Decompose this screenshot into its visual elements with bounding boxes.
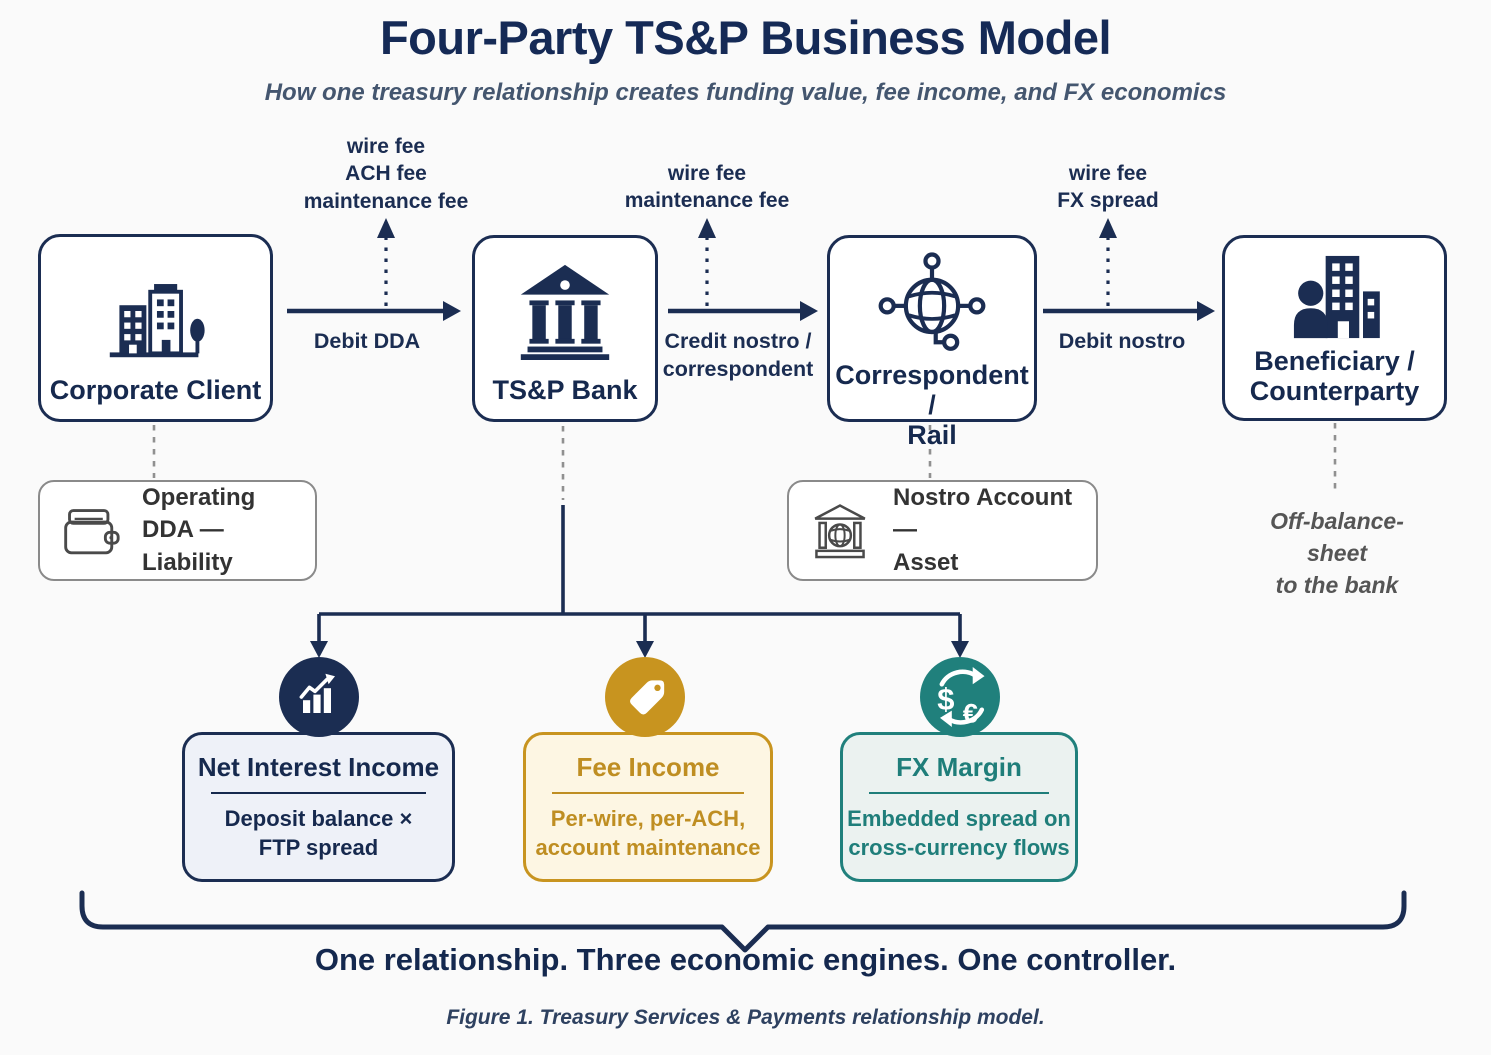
fee-arrowheads <box>377 218 1117 238</box>
party-label-beneficiary: Beneficiary / Counterparty <box>1249 346 1420 407</box>
party-tsp-bank: TS&P Bank <box>472 235 658 422</box>
divider <box>211 792 426 794</box>
flow-label-credit-nostro: Credit nostro / correspondent <box>662 329 814 381</box>
party-corporate-client: Corporate Client <box>38 234 273 422</box>
party-correspondent-rail: Correspondent / Rail <box>827 235 1037 450</box>
svg-text:$: $ <box>937 682 954 717</box>
wallet-icon <box>58 501 122 561</box>
party-beneficiary: Beneficiary / Counterparty <box>1222 235 1447 421</box>
nostro-account-label: Nostro Account — Asset <box>893 483 1073 576</box>
party-label-corporate: Corporate Client <box>49 374 262 405</box>
party-label-bank: TS&P Bank <box>492 374 638 405</box>
party-label-correspondent: Correspondent / Rail <box>835 360 1029 451</box>
engine-fee-income: Fee Income Per-wire, per-ACH, account ma… <box>523 732 773 882</box>
globe-network-icon <box>874 238 990 360</box>
summary-brace <box>79 890 1407 953</box>
engine-title-fx: FX Margin <box>896 752 1022 782</box>
engine-net-interest-income: Net Interest Income Deposit balance × FT… <box>182 732 455 882</box>
fee-dashed-arrows <box>384 235 1110 306</box>
bank-globe-icon <box>807 500 873 562</box>
engine-body-nii: Deposit balance × FTP spread <box>224 806 413 861</box>
buildings-icon <box>97 237 215 375</box>
page-subtitle: How one treasury relationship creates fu… <box>264 79 1227 106</box>
off-balance-sheet-note: Off-balance-sheet to the bank <box>1270 508 1404 599</box>
operating-dda-box: Operating DDA — Liability <box>38 480 317 581</box>
svg-text:€: € <box>963 697 978 728</box>
fee-label-bank-correspondent: wire fee maintenance fee <box>624 162 790 213</box>
figure-caption: Figure 1. Treasury Services & Payments r… <box>446 1006 1045 1029</box>
engine-body-fee: Per-wire, per-ACH, account maintenance <box>535 806 761 861</box>
summary-statement: One relationship. Three economic engines… <box>314 942 1177 977</box>
fee-label-client-bank: wire fee ACH fee maintenance fee <box>303 135 469 213</box>
engine-distributor <box>317 505 962 644</box>
nostro-account-box: Nostro Account — Asset <box>787 480 1098 581</box>
divider <box>869 792 1049 794</box>
bank-icon <box>512 238 618 375</box>
flow-label-debit-nostro: Debit nostro <box>1058 329 1186 353</box>
payment-arrowheads <box>443 301 1215 321</box>
operating-dda-label: Operating DDA — Liability <box>142 483 256 576</box>
flow-label-debit-dda: Debit DDA <box>313 329 421 353</box>
page-title: Four-Party TS&P Business Model <box>379 11 1112 64</box>
person-buildings-icon <box>1279 238 1391 346</box>
engine-title-nii: Net Interest Income <box>197 752 440 782</box>
engine-arrowheads <box>310 641 969 658</box>
engine-title-fee: Fee Income <box>576 752 720 782</box>
balance-sheet-connectors <box>152 423 1337 500</box>
growth-chart-icon <box>279 657 359 737</box>
currency-exchange-icon: $ € <box>920 657 1000 737</box>
engine-body-fx: Embedded spread on cross-currency flows <box>847 806 1071 861</box>
fee-label-correspondent-beneficiary: wire fee FX spread <box>1057 162 1159 213</box>
engine-fx-margin: FX Margin Embedded spread on cross-curre… <box>840 732 1078 882</box>
price-tag-icon <box>605 657 685 737</box>
divider <box>552 792 744 794</box>
